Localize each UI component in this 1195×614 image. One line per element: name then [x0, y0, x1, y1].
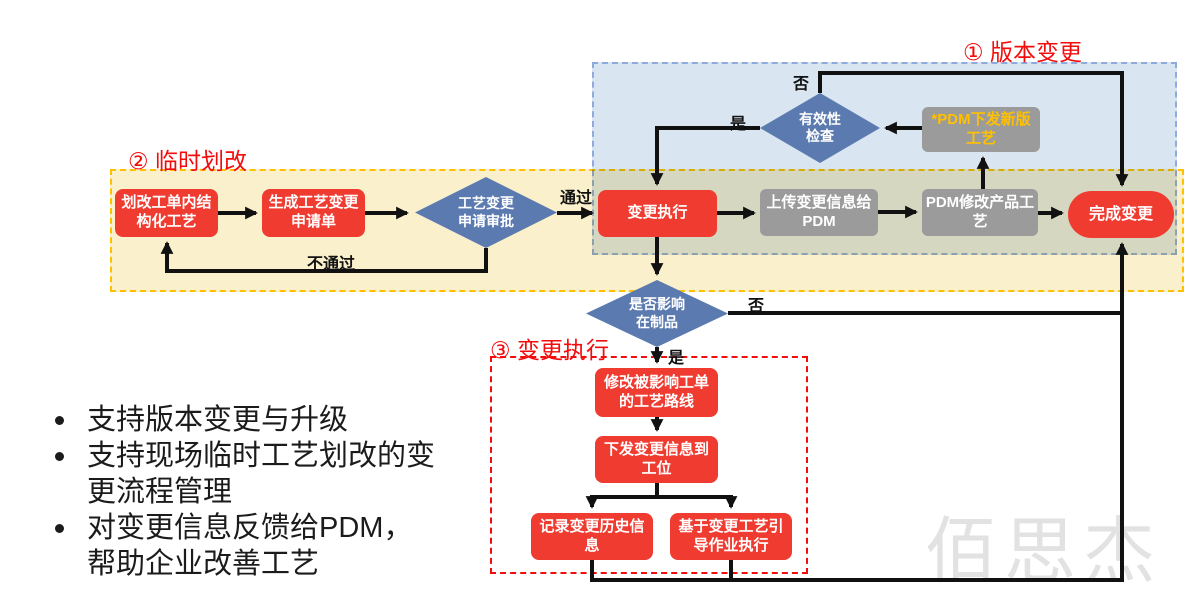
node-send-change-to-station: 下发变更信息到 工位	[595, 436, 718, 483]
node-upload-change-info-pdm: 上传变更信息给 PDM	[760, 189, 878, 236]
node-guide-operation: 基于变更工艺引 导作业执行	[670, 513, 792, 560]
section-label-change-execution: ③ 变更执行	[490, 337, 610, 363]
node-change-execute: 变更执行	[598, 190, 717, 237]
feature-bullet-list: 支持版本变更与升级 支持现场临时工艺划改的变 更流程管理 对变更信息反馈给PDM…	[30, 402, 547, 582]
node-pdm-modify-process: PDM修改产品工 艺	[922, 189, 1038, 236]
region-change-execution	[490, 356, 808, 574]
edge-label-pass: 通过	[560, 190, 593, 207]
bullet-item: 支持现场临时工艺划改的变 更流程管理	[55, 438, 547, 510]
node-record-change-history: 记录变更历史信 息	[531, 513, 653, 560]
edge-label-yes-validity: 是	[730, 116, 747, 133]
edge-label-no-wip: 否	[748, 298, 765, 315]
section-label-temp-modification: ② 临时划改	[128, 148, 248, 174]
node-complete-change: 完成变更	[1068, 191, 1174, 238]
edge-label-yes-wip: 是	[668, 350, 685, 367]
bullet-item: 对变更信息反馈给PDM， 帮助企业改善工艺	[55, 510, 547, 582]
section-label-version-change: ① 版本变更	[963, 39, 1083, 65]
bullet-item: 支持版本变更与升级	[55, 402, 547, 438]
edge-label-no-validity: 否	[793, 76, 810, 93]
node-pdm-issue-new-version: *PDM下发新版 工艺	[922, 107, 1040, 152]
node-create-change-request: 生成工艺变更 申请单	[262, 189, 365, 237]
node-modify-work-order: 划改工单内结 构化工艺	[115, 189, 218, 237]
node-modify-affected-routes: 修改被影响工单 的工艺路线	[595, 368, 718, 417]
edge-label-reject: 不通过	[307, 256, 356, 273]
